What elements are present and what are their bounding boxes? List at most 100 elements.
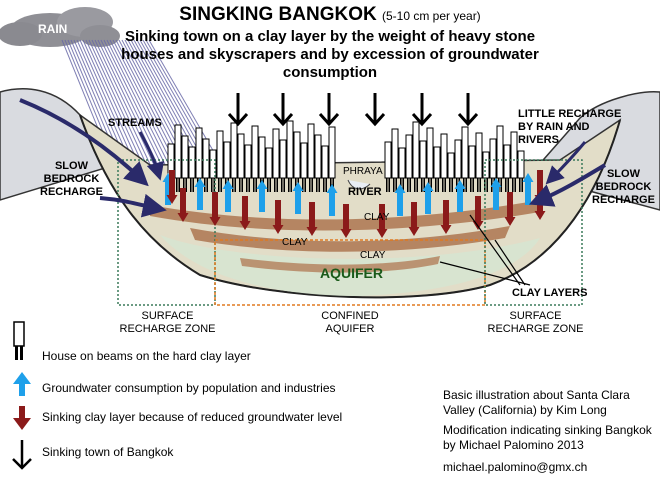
building [475, 132, 483, 179]
building [468, 145, 476, 179]
building-beam [386, 178, 388, 192]
building [202, 138, 210, 179]
groundwater-up-arrow [454, 180, 466, 212]
building [461, 126, 469, 179]
groundwater-up-arrow [326, 184, 338, 216]
label-clay-layers: CLAY LAYERS [512, 287, 588, 299]
building-beam [477, 178, 479, 192]
zone-surface-right-box [484, 159, 583, 306]
label-river: RIVER [348, 186, 382, 198]
building-beam [430, 178, 432, 192]
building [265, 147, 273, 179]
label-clay-2: CLAY [282, 237, 308, 248]
groundwater-up-arrow [222, 180, 234, 212]
building-beam [220, 178, 222, 192]
groundwater-up-arrow [292, 182, 304, 214]
building [181, 135, 189, 179]
sinking-town-arrow [227, 93, 249, 127]
building [489, 138, 497, 179]
building [230, 122, 238, 179]
building-beam [178, 178, 180, 192]
legend-town-arrow-icon [12, 440, 32, 470]
sinking-town-arrow [364, 93, 386, 127]
building-beam [246, 178, 248, 192]
groundwater-up-arrow [490, 178, 502, 210]
building [251, 125, 259, 179]
building [237, 133, 245, 179]
building [216, 130, 224, 179]
town-buildings [167, 120, 525, 192]
building [188, 146, 196, 179]
building-beam [232, 178, 234, 192]
building-beam [311, 178, 313, 192]
building-beam [484, 178, 486, 192]
clay-layer-pointers [439, 214, 531, 286]
label-slow-recharge-left: SLOW BEDROCK RECHARGE [40, 160, 103, 198]
building [496, 125, 504, 179]
building-beam [302, 178, 304, 192]
building-beam [449, 178, 451, 192]
building [398, 147, 406, 179]
building-beam [519, 178, 521, 192]
building [510, 131, 518, 179]
building [384, 141, 392, 179]
label-rain: RAIN [38, 22, 68, 36]
building-beam [281, 178, 283, 192]
page-subtitle: Sinking town on a clay layer by the weig… [121, 28, 539, 81]
rain-streak [109, 39, 179, 176]
building [419, 140, 427, 179]
building-beam [472, 178, 474, 192]
building-beam [388, 178, 390, 192]
building-beam [512, 178, 514, 192]
building-beam [323, 178, 325, 192]
building-beam [211, 178, 213, 192]
building-beam [283, 178, 285, 192]
credit-basic: Basic illustration about Santa Clara Val… [443, 388, 630, 417]
legend-up-arrow-icon [13, 372, 31, 396]
building [321, 145, 329, 179]
building [209, 149, 217, 179]
page-title: SINGKING BANGKOK (5-10 cm per year) [179, 4, 481, 25]
zone-surface-left-box [117, 159, 216, 306]
groundwater-up-arrow [422, 182, 434, 214]
building-beam [274, 178, 276, 192]
building-beam [421, 178, 423, 192]
legend-town-text: Sinking town of Bangkok [42, 445, 174, 459]
label-clay-1: CLAY [364, 212, 390, 223]
building [433, 146, 441, 179]
building-beam [505, 178, 507, 192]
building [300, 142, 308, 179]
sinking-clay-arrow [376, 204, 388, 238]
building-beam [416, 178, 418, 192]
groundwater-up-arrow [194, 178, 206, 210]
building [195, 127, 203, 179]
building [293, 131, 301, 179]
sinking-clay-arrow [408, 202, 420, 236]
building-beam [393, 178, 395, 192]
building-beam [521, 178, 523, 192]
sinking-town-arrow [318, 93, 340, 127]
building-beam [325, 178, 327, 192]
building-beam [435, 178, 437, 192]
building [412, 121, 420, 179]
building-beam [442, 178, 444, 192]
sinking-town-arrow [457, 93, 479, 127]
clay-layer-3 [240, 256, 440, 273]
building [223, 141, 231, 179]
building-beam [190, 178, 192, 192]
sinking-town-arrow [272, 93, 294, 127]
groundwater-up-arrow [394, 184, 406, 216]
building-beam [465, 178, 467, 192]
building-beam [395, 178, 397, 192]
building-beam [309, 178, 311, 192]
legend-house-text: House on beams on the hard clay layer [42, 349, 251, 363]
sinking-clay-arrow [306, 202, 318, 236]
building-beam [500, 178, 502, 192]
rain-streak [100, 39, 167, 176]
sinking-clay-arrow [504, 192, 516, 226]
recharge-arrow-little [545, 141, 587, 185]
building-beam [255, 178, 257, 192]
building-beam [241, 178, 243, 192]
